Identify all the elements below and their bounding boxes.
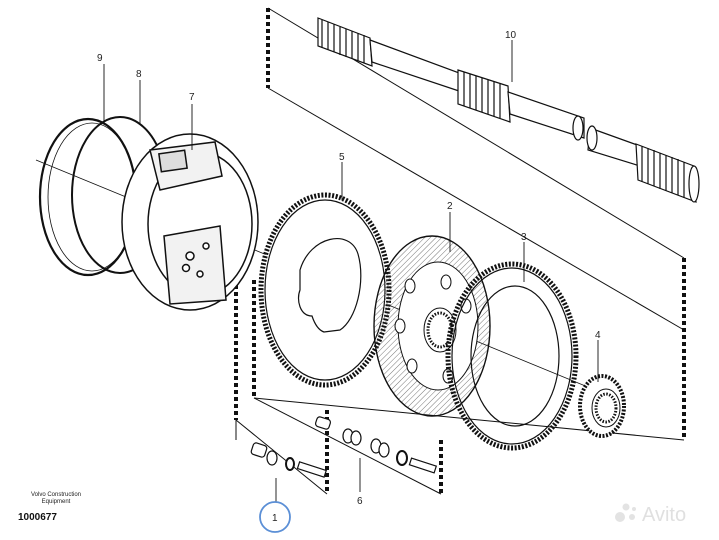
part-2-friction-disc	[373, 235, 491, 417]
part-5-steel-plate	[258, 192, 392, 388]
callout-leaders	[103, 40, 599, 502]
part-10-shaft	[317, 17, 700, 203]
part-3-outer-plate	[445, 261, 579, 451]
callout-9: 9	[97, 53, 103, 64]
callout-1: 1	[272, 513, 278, 524]
part-4-splined-hub	[578, 374, 626, 438]
part-1-pin-kit	[250, 442, 327, 478]
callout-6: 6	[357, 496, 363, 507]
callout-3: 3	[521, 232, 527, 243]
publisher-credit: Volvo Construction Equipment	[26, 492, 86, 506]
part-6-pin-kit	[314, 416, 438, 474]
callout-7: 7	[189, 92, 195, 103]
avito-logo-icon	[615, 503, 636, 522]
callout-5: 5	[339, 152, 345, 163]
callout-1-highlight	[259, 501, 291, 533]
avito-watermark: Avito	[615, 503, 686, 526]
part-7-piston-housing	[121, 133, 259, 311]
callout-4: 4	[595, 330, 601, 341]
callout-10: 10	[505, 30, 517, 41]
callout-2: 2	[447, 201, 453, 212]
drawing-number: 1000677	[18, 512, 57, 523]
callout-8: 8	[136, 69, 142, 80]
avito-watermark-text: Avito	[642, 504, 686, 526]
credit-line-1: Volvo Construction	[30, 492, 82, 498]
credit-line-2: Equipment	[41, 499, 71, 505]
